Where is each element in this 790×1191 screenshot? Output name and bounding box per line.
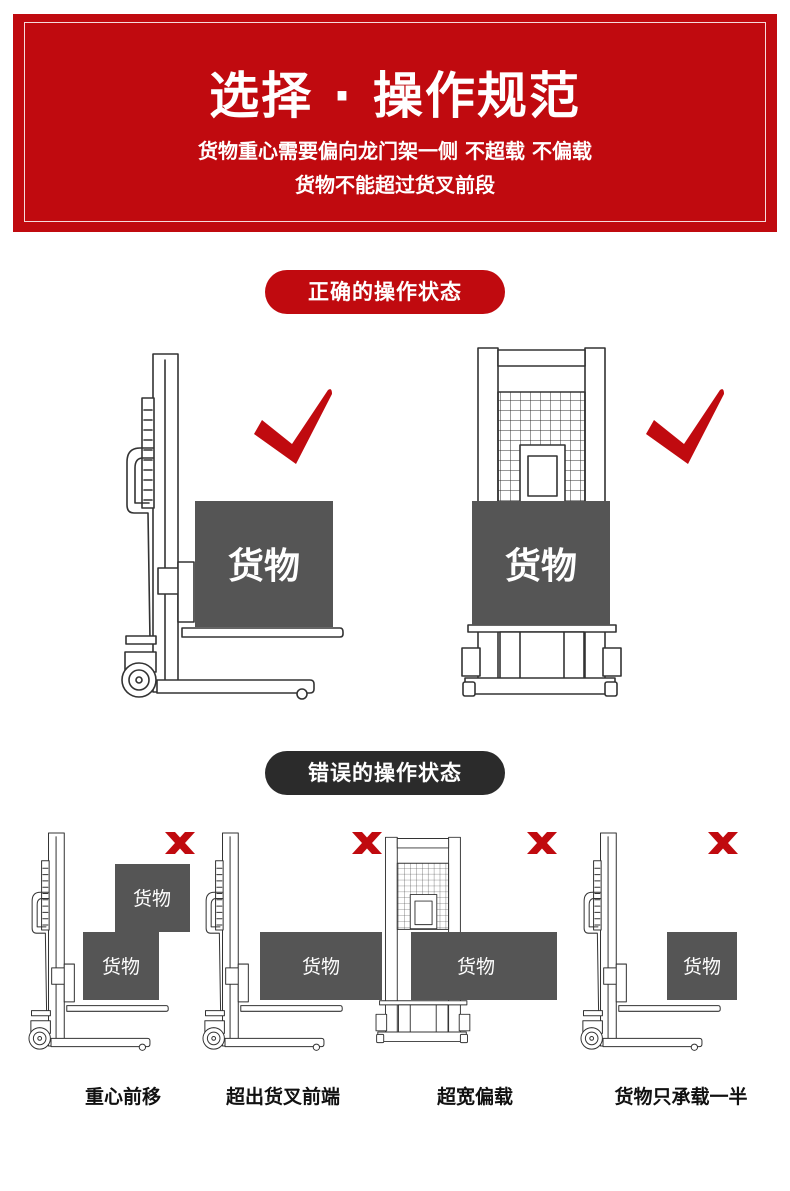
wrong-case-2: 货物 bbox=[202, 832, 382, 1051]
cargo-label: 货物 bbox=[102, 956, 140, 978]
banner-title: 选择 · 操作规范 bbox=[209, 67, 581, 125]
cargo-box bbox=[472, 501, 610, 625]
cargo-label: 货物 bbox=[302, 956, 340, 978]
banner-subtitle-line2: 货物不能超过货叉前段 bbox=[295, 173, 495, 197]
wrong-case-3: 货物 bbox=[375, 832, 557, 1044]
correct-side-view: 货物 bbox=[121, 353, 344, 700]
check-mark-icon bbox=[646, 389, 724, 464]
cargo-box-lower bbox=[83, 932, 159, 1000]
x-mark-icon bbox=[708, 832, 738, 854]
caption-over-wide: 超宽偏载 bbox=[436, 1086, 513, 1108]
caption-half-load: 货物只承载一半 bbox=[614, 1086, 748, 1108]
x-mark-icon bbox=[165, 832, 195, 854]
cargo-box bbox=[195, 501, 333, 627]
x-mark-icon bbox=[527, 832, 557, 854]
caption-cog-forward: 重心前移 bbox=[84, 1086, 161, 1108]
wrong-case-4: 货物 bbox=[580, 832, 738, 1051]
cargo-label: 货物 bbox=[505, 546, 577, 587]
wrong-case-1: 货物 货物 bbox=[28, 832, 195, 1051]
correct-operation-heading: 正确的操作状态 bbox=[265, 270, 505, 314]
header-banner: 选择 · 操作规范 货物重心需要偏向龙门架一侧 不超载 不偏载 货物不能超过货叉… bbox=[13, 14, 777, 232]
wrong-operation-heading: 错误的操作状态 bbox=[265, 751, 505, 795]
cargo-box-upper bbox=[115, 864, 190, 932]
caption-beyond-fork: 超出货叉前端 bbox=[225, 1086, 340, 1108]
banner-subtitle-line1: 货物重心需要偏向龙门架一侧 不超载 不偏载 bbox=[198, 139, 592, 163]
cargo-box bbox=[667, 932, 737, 1000]
banner-frame bbox=[24, 22, 766, 222]
correct-front-view: 货物 bbox=[461, 347, 622, 697]
x-mark-icon bbox=[352, 832, 382, 854]
check-mark-icon bbox=[254, 389, 332, 464]
cargo-box bbox=[411, 932, 557, 1000]
cargo-label: 货物 bbox=[457, 956, 495, 978]
cargo-label: 货物 bbox=[683, 956, 721, 978]
cargo-box bbox=[260, 932, 382, 1000]
cargo-label: 货物 bbox=[133, 888, 171, 910]
cargo-label: 货物 bbox=[228, 546, 300, 587]
